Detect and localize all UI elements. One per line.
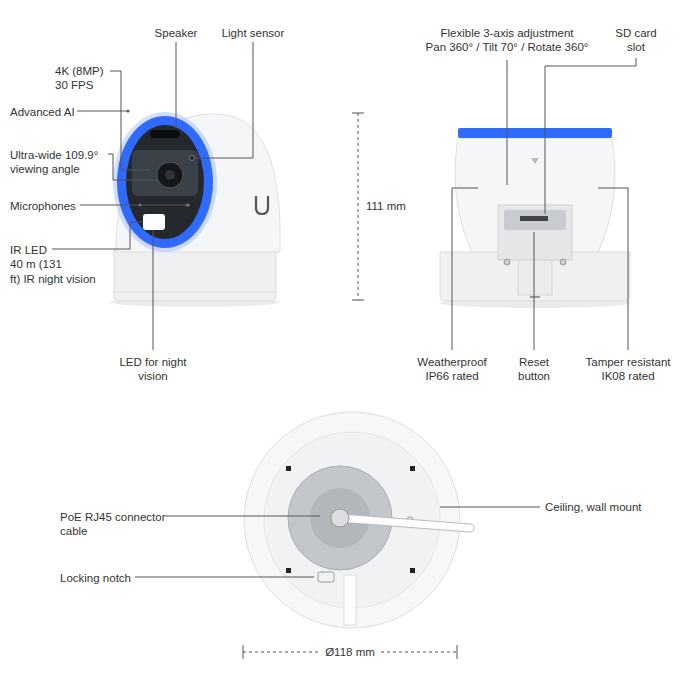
leader-lines (52, 42, 636, 577)
dome-camera-front (117, 116, 213, 248)
camera-bottom-view (410, 466, 415, 471)
callout-label: Ultra-wide 109.9° viewing angle (10, 148, 98, 177)
dome-camera-rear (498, 205, 572, 260)
camera-bottom-view (410, 568, 415, 573)
camera-bottom-view (286, 568, 291, 573)
camera-bottom-view (340, 518, 470, 528)
callout-label: Microphones (10, 199, 76, 213)
dome-camera-front (114, 292, 276, 293)
dome-camera-rear (560, 259, 566, 265)
dome-camera-front (150, 130, 180, 138)
callout-label: IR LED 40 m (131 ft) IR night vision (10, 243, 96, 286)
leader-lines (52, 222, 143, 249)
callout-label: 4K (8MP) 30 FPS (55, 64, 104, 93)
leader-lines (135, 577, 314, 578)
callout-label: Advanced AI (10, 105, 75, 119)
dome-camera-rear (504, 259, 510, 265)
leader-lines (80, 205, 186, 206)
callout-label: Flexible 3-axis adjustment Pan 360° / Ti… (426, 26, 589, 55)
callout-label: Ceiling, wall mount (545, 500, 642, 514)
dimension-lines (358, 113, 359, 300)
dome-camera-rear (440, 128, 630, 308)
dome-camera-front (110, 112, 280, 307)
callout-label: Locking notch (60, 571, 131, 585)
leader-lines (176, 42, 177, 128)
callout-label: 111 mm (366, 199, 406, 213)
leader-lines (440, 507, 540, 508)
dome-camera-front (256, 196, 268, 214)
leader-lines (108, 154, 158, 180)
dome-camera-rear (530, 296, 540, 298)
leader-dots (127, 110, 130, 113)
leader-dots (185, 204, 188, 207)
dome-camera-front (113, 112, 217, 252)
camera-bottom-view (331, 509, 349, 527)
leader-lines (77, 111, 128, 112)
callout-label: Tamper resistant IK08 rated (585, 355, 670, 384)
camera-bottom-view (318, 572, 334, 582)
dome-camera-front (165, 170, 175, 180)
leader-lines (153, 231, 154, 350)
camera-bottom-view (286, 466, 291, 471)
leader-lines (507, 60, 508, 185)
callout-label: Speaker (155, 26, 198, 40)
camera-bottom-view (244, 412, 470, 628)
callout-label: PoE RJ45 connector cable (60, 510, 166, 539)
leader-lines (534, 232, 535, 350)
dome-camera-rear (531, 158, 539, 164)
callout-label: Reset button (518, 355, 550, 384)
callout-label: Light sensor (222, 26, 285, 40)
callout-label: Weatherproof IP66 rated (417, 355, 486, 384)
dome-camera-front (143, 214, 165, 230)
camera-bottom-view (344, 575, 356, 625)
callout-label: Ø118 mm (321, 645, 379, 659)
dome-camera-rear (458, 128, 612, 138)
dome-camera-rear (520, 216, 548, 221)
dome-camera-rear (504, 210, 566, 230)
dimension-lines (352, 113, 364, 300)
dome-camera-front (157, 162, 183, 188)
dome-camera-front (190, 156, 195, 161)
dimension-lines (243, 113, 457, 659)
dome-camera-front (114, 250, 276, 301)
callout-label: LED for night vision (119, 355, 186, 384)
callout-label: SD card slot (615, 26, 657, 55)
leader-lines (196, 42, 253, 158)
leader-lines (165, 516, 320, 517)
leader-lines (110, 71, 150, 170)
leader-lines (598, 188, 628, 350)
leader-dots (127, 110, 188, 207)
dome-camera-rear (518, 255, 552, 295)
leader-lines (545, 58, 636, 214)
dome-camera-front (132, 150, 198, 196)
camera-bottom-view (340, 518, 470, 528)
leader-lines (452, 188, 478, 350)
dimension-lines (243, 645, 457, 659)
